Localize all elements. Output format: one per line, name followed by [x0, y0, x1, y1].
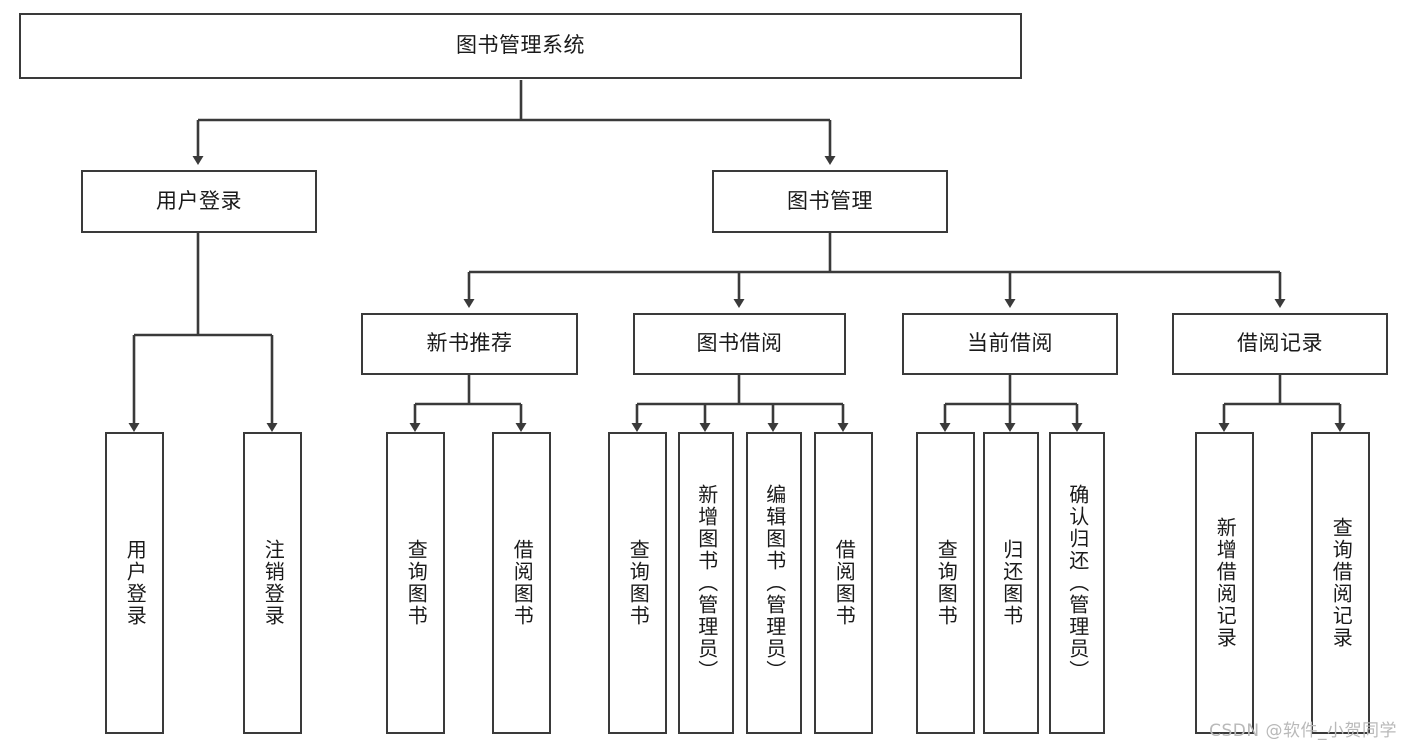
leaf-query-book-1[interactable]: 查询图书: [386, 432, 445, 734]
leaf-add-record[interactable]: 新增借阅记录: [1195, 432, 1254, 734]
node-label: 归还图书: [999, 539, 1024, 627]
leaf-return-book[interactable]: 归还图书: [983, 432, 1039, 734]
node-book-borrow[interactable]: 图书借阅: [633, 313, 846, 375]
node-borrow-record[interactable]: 借阅记录: [1172, 313, 1388, 375]
node-label: 借阅图书: [832, 539, 857, 627]
node-book-manage[interactable]: 图书管理: [712, 170, 948, 233]
node-label: 图书管理系统: [456, 33, 585, 58]
node-label: 编辑图书（管理员）: [762, 484, 787, 682]
node-label: 查询图书: [934, 539, 959, 627]
node-label: 新增图书（管理员）: [694, 484, 719, 682]
leaf-borrow-book-2[interactable]: 借阅图书: [814, 432, 873, 734]
node-label: 用户登录: [123, 539, 148, 627]
leaf-query-book-3[interactable]: 查询图书: [916, 432, 975, 734]
node-label: 查询借阅记录: [1329, 517, 1354, 649]
node-label: 图书借阅: [696, 331, 783, 356]
node-label: 借阅记录: [1237, 331, 1323, 356]
node-new-book-rec[interactable]: 新书推荐: [361, 313, 578, 375]
node-label: 确认归还（管理员）: [1065, 484, 1090, 682]
leaf-confirm-return[interactable]: 确认归还（管理员）: [1049, 432, 1105, 734]
node-label: 用户登录: [156, 188, 242, 213]
leaf-edit-book[interactable]: 编辑图书（管理员）: [746, 432, 802, 734]
node-label: 注销登录: [261, 539, 286, 627]
node-label: 当前借阅: [967, 331, 1053, 356]
watermark-text: CSDN @软件_小贺同学: [1209, 721, 1397, 741]
node-current-borrow[interactable]: 当前借阅: [902, 313, 1118, 375]
leaf-add-book[interactable]: 新增图书（管理员）: [678, 432, 734, 734]
node-label: 借阅图书: [510, 539, 535, 627]
leaf-logout[interactable]: 注销登录: [243, 432, 302, 734]
leaf-borrow-book-1[interactable]: 借阅图书: [492, 432, 551, 734]
node-user-login[interactable]: 用户登录: [81, 170, 317, 233]
leaf-query-record[interactable]: 查询借阅记录: [1311, 432, 1370, 734]
leaf-user-login[interactable]: 用户登录: [105, 432, 164, 734]
leaf-query-book-2[interactable]: 查询图书: [608, 432, 667, 734]
node-root-system[interactable]: 图书管理系统: [19, 13, 1022, 79]
node-label: 新书推荐: [426, 331, 513, 356]
node-label: 新增借阅记录: [1213, 517, 1238, 649]
node-label: 查询图书: [626, 539, 651, 627]
node-label: 查询图书: [404, 539, 429, 627]
node-label: 图书管理: [787, 188, 873, 213]
